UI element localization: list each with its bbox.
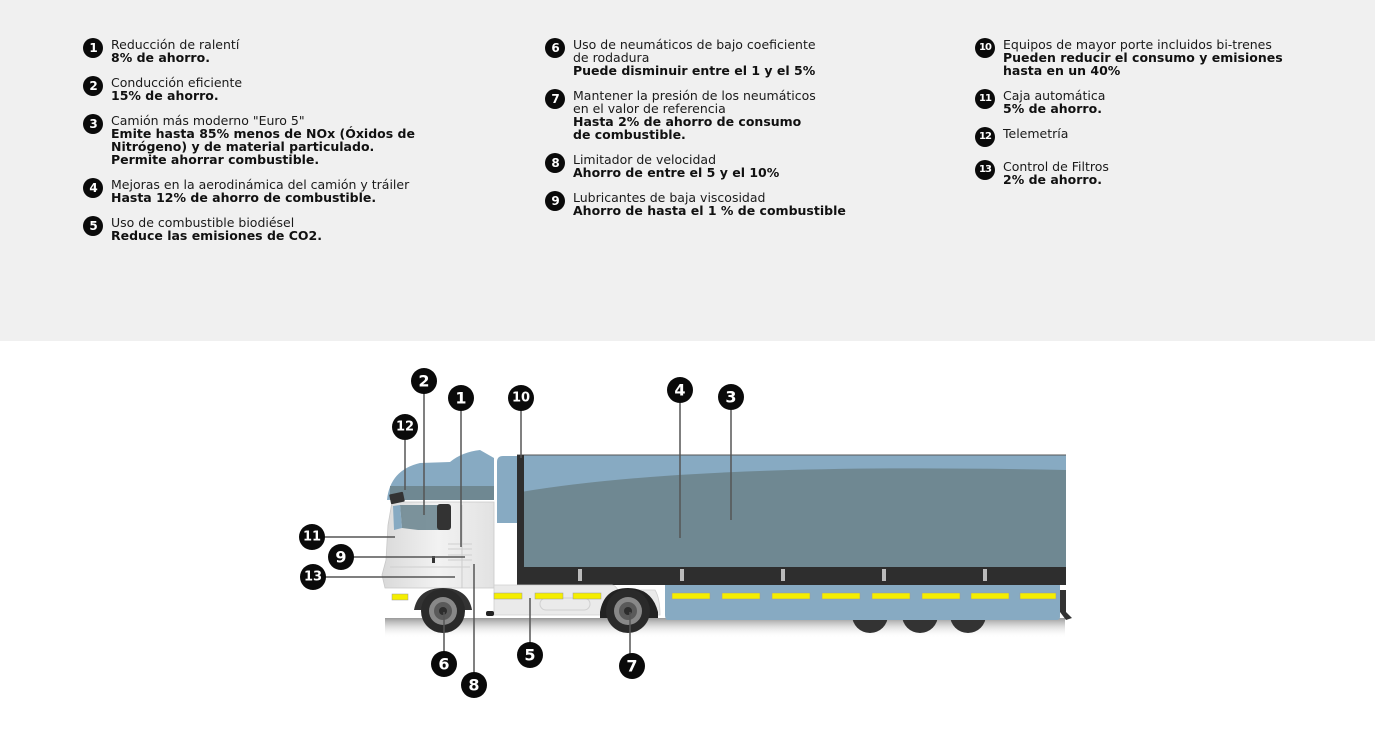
legend-item-detail: Pueden reducir el consumo y emisiones ha… — [1003, 50, 1283, 78]
legend-item-title: Conducción eficiente — [111, 75, 243, 90]
cab-window — [400, 505, 440, 530]
svg-text:10: 10 — [512, 391, 530, 406]
legend-column-3: 10 Equipos de mayor porte incluidos bi-t… — [975, 38, 1365, 198]
legend-item-detail: Hasta 12% de ahorro de combustible. — [111, 190, 377, 205]
cab-rear-window — [437, 504, 451, 530]
svg-text:9: 9 — [335, 548, 346, 567]
side-mirror — [389, 491, 405, 505]
svg-text:2: 2 — [418, 372, 429, 391]
svg-text:12: 12 — [396, 420, 414, 435]
callout-12: 12 — [392, 414, 418, 440]
legend-item-11: 11 Caja automática 5% de ahorro. — [975, 89, 1365, 115]
callout-2: 2 — [411, 368, 437, 394]
legend-item-detail: 8% de ahorro. — [111, 50, 210, 65]
number-badge-icon: 2 — [83, 76, 103, 96]
number-badge-icon: 9 — [545, 191, 565, 211]
legend-item-title: Camión más moderno "Euro 5" — [111, 113, 305, 128]
svg-text:5: 5 — [524, 646, 535, 665]
fuel-cap — [486, 611, 494, 616]
number-badge-icon: 13 — [975, 160, 995, 180]
legend-item-title: Reducción de ralentí — [111, 37, 240, 52]
trailer-body — [517, 454, 1072, 620]
legend-item-3: 3 Camión más moderno "Euro 5" Emite hast… — [83, 114, 483, 166]
legend-item-title: Equipos de mayor porte incluidos bi-tren… — [1003, 37, 1272, 52]
legend-item-title: Caja automática — [1003, 88, 1106, 103]
legend-item-10: 10 Equipos de mayor porte incluidos bi-t… — [975, 38, 1365, 77]
side-deflector — [497, 456, 517, 523]
callout-7: 7 — [619, 653, 645, 679]
legend-item-7: 7 Mantener la presión de los neumáticos … — [545, 89, 925, 141]
legend-item-5: 5 Uso de combustible biodiésel Reduce la… — [83, 216, 483, 242]
svg-text:3: 3 — [725, 388, 736, 407]
legend-item-title: Uso de combustible biodiésel — [111, 215, 295, 230]
legend-item-detail: 5% de ahorro. — [1003, 101, 1102, 116]
legend-column-2: 6 Uso de neumáticos de bajo coeficiente … — [545, 38, 925, 229]
legend-column-1: 1 Reducción de ralentí 8% de ahorro. 2 C… — [83, 38, 483, 254]
legend-item-detail: Reduce las emisiones de CO2. — [111, 228, 322, 243]
legend-item-12: 12 Telemetría — [975, 126, 1365, 147]
callout-3: 3 — [718, 384, 744, 410]
legend-item-9: 9 Lubricantes de baja viscosidad Ahorro … — [545, 191, 925, 217]
legend-panel: 1 Reducción de ralentí 8% de ahorro. 2 C… — [0, 0, 1375, 341]
number-badge-icon: 4 — [83, 178, 103, 198]
callout-8: 8 — [461, 672, 487, 698]
front-wheel — [414, 588, 472, 633]
legend-item-detail: Ahorro de entre el 5 y el 10% — [573, 165, 780, 180]
legend-item-2: 2 Conducción eficiente 15% de ahorro. — [83, 76, 483, 102]
callout-1: 1 — [448, 385, 474, 411]
door-handle — [432, 556, 435, 563]
svg-text:7: 7 — [626, 657, 637, 676]
legend-item-title: Lubricantes de baja viscosidad — [573, 190, 766, 205]
legend-item-title: Mejoras en la aerodinámica del camión y … — [111, 177, 410, 192]
svg-text:4: 4 — [674, 381, 685, 400]
legend-item-13: 13 Control de Filtros 2% de ahorro. — [975, 160, 1365, 186]
trailer-reflectors — [671, 592, 1057, 600]
legend-item-title: Control de Filtros — [1003, 159, 1109, 174]
legend-item-8: 8 Limitador de velocidad Ahorro de entre… — [545, 153, 925, 179]
number-badge-icon: 3 — [83, 114, 103, 134]
legend-item-6: 6 Uso de neumáticos de bajo coeficiente … — [545, 38, 925, 77]
callout-13: 13 — [300, 564, 326, 590]
callout-11: 11 — [299, 524, 325, 550]
svg-text:1: 1 — [455, 389, 466, 408]
legend-item-detail: Hasta 2% de ahorro de consumo de combust… — [573, 114, 802, 142]
legend-item-detail: Ahorro de hasta el 1 % de combustible — [573, 203, 846, 218]
leader-lines — [322, 393, 732, 685]
number-badge-icon: 6 — [545, 38, 565, 58]
callout-4: 4 — [667, 377, 693, 403]
number-badge-icon: 12 — [975, 127, 995, 147]
number-badge-icon: 10 — [975, 38, 995, 58]
legend-item-title: Uso de neumáticos de bajo coeficiente de… — [573, 37, 816, 65]
svg-text:13: 13 — [304, 570, 322, 585]
svg-text:11: 11 — [303, 530, 321, 545]
legend-item-4: 4 Mejoras en la aerodinámica del camión … — [83, 178, 483, 204]
legend-item-detail: 2% de ahorro. — [1003, 172, 1102, 187]
number-badge-icon: 8 — [545, 153, 565, 173]
callout-6: 6 — [431, 651, 457, 677]
number-badge-icon: 7 — [545, 89, 565, 109]
legend-item-title: Limitador de velocidad — [573, 152, 717, 167]
callout-5: 5 — [517, 642, 543, 668]
legend-item-title: Telemetría — [1003, 126, 1069, 141]
callout-9: 9 — [328, 544, 354, 570]
legend-item-detail: Puede disminuir entre el 1 y el 5% — [573, 63, 816, 78]
legend-item-detail: Emite hasta 85% menos de NOx (Óxidos de … — [111, 126, 415, 167]
ground-shadow — [385, 618, 1065, 638]
svg-text:8: 8 — [468, 676, 479, 695]
cab-roof-band — [390, 486, 494, 500]
svg-text:6: 6 — [438, 655, 449, 674]
number-badge-icon: 5 — [83, 216, 103, 236]
legend-item-1: 1 Reducción de ralentí 8% de ahorro. — [83, 38, 483, 64]
callout-10: 10 — [508, 385, 534, 411]
windshield — [393, 505, 402, 530]
legend-item-detail: 15% de ahorro. — [111, 88, 219, 103]
cab-reflectors — [391, 592, 602, 601]
number-badge-icon: 11 — [975, 89, 995, 109]
truck-diagram: 1 2 3 4 5 6 7 8 9 10 11 12 13 — [299, 368, 1072, 698]
legend-item-title: Mantener la presión de los neumáticos en… — [573, 88, 816, 116]
number-badge-icon: 1 — [83, 38, 103, 58]
